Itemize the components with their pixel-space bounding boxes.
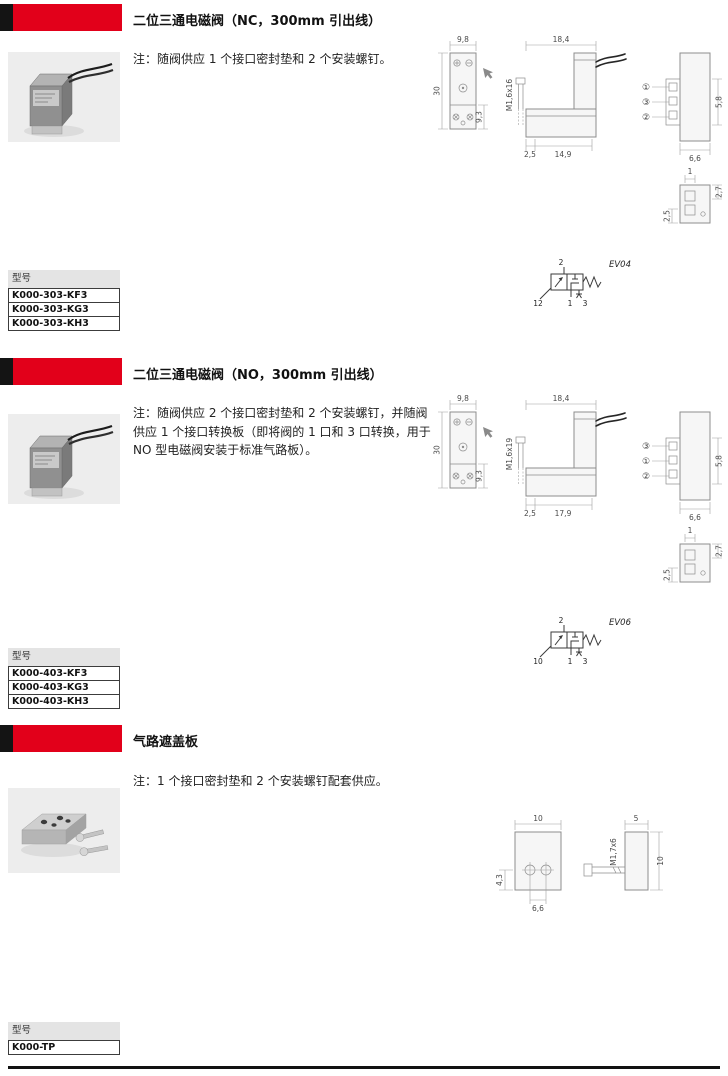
section-note-nc: 注：随阀供应 1 个接口密封垫和 2 个安装螺钉。 (133, 52, 392, 66)
manual-override-hand-icon (483, 427, 493, 438)
banner-red-bar (13, 4, 122, 31)
dimension-drawing-nc-valve: 9,8 30 9,3 18,4 (433, 35, 724, 224)
port-callout-2: ① (642, 457, 650, 467)
banner-red-bar (13, 358, 122, 385)
dim-side-offset: 2,5 (524, 150, 536, 159)
top-view: 10 4,3 6,6 (495, 814, 562, 913)
section-title-cover: 气路遮盖板 (133, 735, 199, 750)
pneumatic-symbol-nc: 2 12 1 3 EV04 (533, 258, 631, 308)
dim-screw-thread: M1,6x16 (505, 79, 514, 112)
bottom-view: 1 2,7 2,5 (663, 526, 724, 583)
model-table-cover: 型号 K000-TP (8, 1022, 120, 1055)
section-title-no: 二位三通电磁阀（NO，300mm 引出线） (133, 368, 383, 383)
model-row: K000-303-KF3 (8, 288, 120, 303)
port-callout-3: ② (642, 472, 650, 482)
dim-side-width: 18,4 (553, 394, 570, 403)
dim-bottom-offset: 2,5 (663, 210, 672, 222)
model-row: K000-403-KF3 (8, 666, 120, 681)
model-table-header: 型号 (8, 648, 120, 666)
symbol-port-top-label: 2 (559, 616, 564, 625)
banner-black-mark (0, 725, 13, 752)
dim-hole-span: 6,6 (532, 904, 544, 913)
valve-photo-image (8, 414, 120, 504)
product-photo-no-valve (8, 414, 120, 508)
dim-front-height: 30 (433, 445, 442, 455)
dim-bottom-width: 1 (688, 167, 693, 176)
dim-conn-height: 5,8 (715, 96, 724, 108)
dim-screw-thread: M1,7x6 (609, 838, 618, 866)
manual-override-hand-icon (483, 68, 493, 79)
model-row: K000-TP (8, 1040, 120, 1055)
model-table-header: 型号 (8, 1022, 120, 1040)
dim-front-base: 9,3 (475, 111, 484, 123)
dim-side-width: 18,4 (553, 35, 570, 44)
dim-conn-width: 6,6 (689, 513, 701, 522)
symbol-name-label: EV06 (609, 618, 632, 628)
dimension-drawing-no-valve: 9,8 30 9,3 18,4 (433, 394, 724, 583)
dim-plate-thickness: 5 (634, 814, 639, 823)
bottom-view: 1 2,7 2,5 (663, 167, 724, 224)
model-row: K000-403-KG3 (8, 680, 120, 695)
section-banner-cover (0, 725, 122, 752)
dim-side-span: 14,9 (555, 150, 572, 159)
model-table-no: 型号 K000-403-KF3 K000-403-KG3 K000-403-KH… (8, 648, 120, 709)
port-callout-1: ③ (642, 442, 650, 452)
banner-black-mark (0, 4, 13, 31)
port-callout-1: ① (642, 83, 650, 93)
dim-bottom-width: 1 (688, 526, 693, 535)
front-view: 9,8 30 9,3 (433, 394, 493, 489)
product-photo-cover-plate (8, 788, 120, 877)
section-title-nc: 二位三通电磁阀（NC，300mm 引出线） (133, 14, 382, 29)
dim-hole-offset: 4,3 (495, 874, 504, 886)
symbol-port-in-label: 1 (568, 657, 573, 666)
model-table-header: 型号 (8, 270, 120, 288)
dim-conn-width: 6,6 (689, 154, 701, 163)
pneumatic-symbol-no: 2 10 1 3 EV06 (533, 616, 632, 666)
banner-black-mark (0, 358, 13, 385)
port-callout-3: ② (642, 113, 650, 123)
side-view: 18,4 M1,6x19 2,5 17,9 (505, 394, 627, 518)
symbol-port-exhaust-label: 3 (583, 657, 588, 666)
symbol-port-exhaust-label: 3 (583, 299, 588, 308)
symbol-port-pilot-label: 12 (533, 299, 543, 308)
model-row: K000-303-KH3 (8, 316, 120, 331)
right-view: ① ③ ② 5,8 6,6 (642, 52, 724, 163)
model-row: K000-403-KH3 (8, 694, 120, 709)
dim-plate-height: 10 (656, 856, 665, 866)
dim-screw-thread: M1,6x19 (505, 438, 514, 471)
valve-photo-image (8, 52, 120, 142)
right-view: ③ ① ② 5,8 6,6 (642, 411, 724, 522)
banner-red-bar (13, 725, 122, 752)
dim-side-span: 17,9 (555, 509, 572, 518)
dim-front-base: 9,3 (475, 470, 484, 482)
model-row: K000-303-KG3 (8, 302, 120, 317)
symbol-name-label: EV04 (609, 260, 631, 270)
dim-front-width: 9,8 (457, 35, 469, 44)
port-callout-2: ③ (642, 98, 650, 108)
dim-front-height: 30 (433, 86, 442, 96)
section-note-cover: 注：1 个接口密封垫和 2 个安装螺钉配套供应。 (133, 774, 388, 788)
product-photo-nc-valve (8, 52, 120, 146)
dim-bottom-depth: 2,7 (715, 186, 724, 198)
page-bottom-rule (8, 1066, 720, 1069)
cover-plate-photo-image (8, 788, 120, 873)
section-banner-nc (0, 4, 122, 31)
symbol-port-in-label: 1 (568, 299, 573, 308)
dim-front-width: 9,8 (457, 394, 469, 403)
front-view: 9,8 30 9,3 (433, 35, 493, 130)
dim-bottom-offset: 2,5 (663, 569, 672, 581)
side-view: 5 M1,7x6 10 (583, 814, 665, 891)
symbol-port-top-label: 2 (559, 258, 564, 267)
dim-side-offset: 2,5 (524, 509, 536, 518)
dimension-drawing-cover-plate: 10 4,3 6,6 5 M1,7x6 10 (495, 814, 665, 913)
dim-bottom-depth: 2,7 (715, 545, 724, 557)
symbol-port-pilot-label: 10 (533, 657, 543, 666)
section-note-no: 注：随阀供应 2 个接口密封垫和 2 个安装螺钉，并随阀供应 1 个接口转换板（… (133, 406, 431, 458)
model-table-nc: 型号 K000-303-KF3 K000-303-KG3 K000-303-KH… (8, 270, 120, 331)
dim-conn-height: 5,8 (715, 455, 724, 467)
side-view: 18,4 M1,6x16 2,5 14,9 (505, 35, 627, 159)
section-banner-no (0, 358, 122, 385)
dim-plate-width: 10 (533, 814, 543, 823)
